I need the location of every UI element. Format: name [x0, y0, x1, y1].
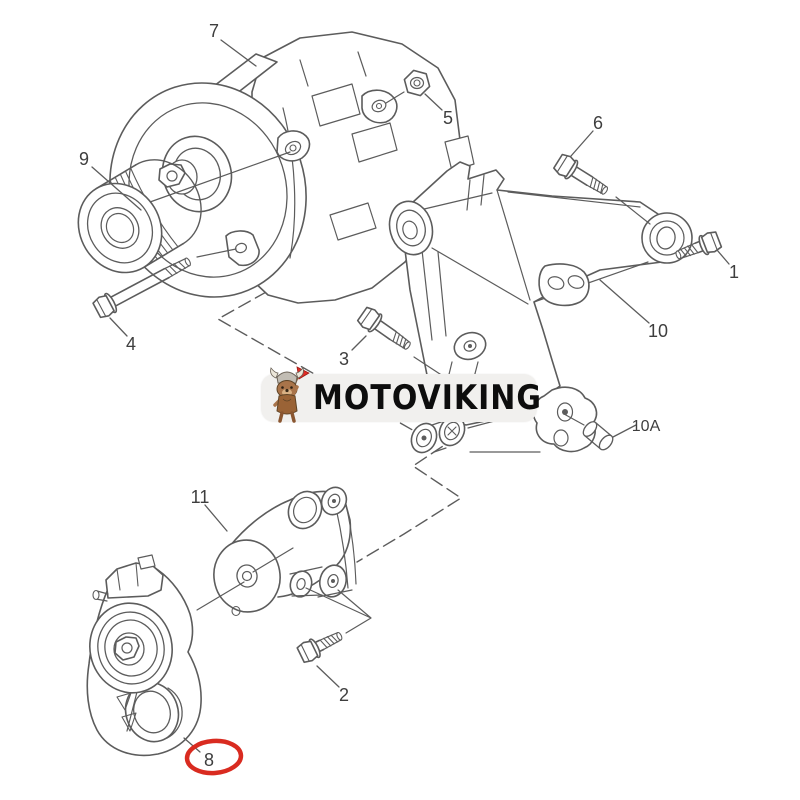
callout-label-5: 5 — [443, 108, 453, 128]
bolt-2-axis-lines — [305, 587, 372, 634]
viking-helmet — [276, 371, 298, 384]
bolt-part-3 — [355, 304, 416, 357]
callout-label-4: 4 — [126, 334, 136, 354]
callout-label-6: 6 — [593, 113, 603, 133]
leader-10A — [612, 424, 637, 438]
leader-5 — [424, 93, 443, 111]
leader-6 — [570, 130, 594, 157]
leader-9 — [91, 166, 142, 211]
leader-10 — [599, 279, 650, 324]
pulley-shaft-axis-line — [149, 151, 291, 203]
bolt-part-2 — [295, 625, 347, 665]
leader-7 — [220, 39, 257, 67]
leader-2 — [316, 665, 340, 688]
callout-label-11: 11 — [191, 487, 210, 507]
callout-label-1: 1 — [729, 262, 739, 282]
callout-label-10: 10 — [648, 321, 668, 341]
leader-3 — [351, 335, 367, 351]
leader-1 — [716, 249, 730, 265]
dowel-pin-part-10A — [582, 421, 614, 451]
callout-label-3: 3 — [339, 349, 349, 369]
callout-label-2: 2 — [339, 685, 349, 705]
belt-tensioner-part-8 — [86, 554, 202, 757]
leader-11 — [204, 504, 228, 532]
callout-label-7: 7 — [209, 21, 219, 41]
callout-label-9: 9 — [79, 149, 89, 169]
watermark-text: MOTOVIKING — [313, 378, 543, 418]
tensioner-mount-axis-line — [196, 581, 245, 611]
mounting-bracket-part-10 — [388, 161, 693, 454]
leader-8 — [183, 737, 201, 753]
bolt-part-6 — [551, 151, 613, 202]
highlight-ellipse-part-8 — [184, 738, 244, 776]
grooved-pulley-part-9 — [77, 159, 202, 274]
shaft-nut — [158, 163, 186, 188]
tensioner-bracket-part-11 — [196, 486, 372, 634]
nut-stud-axis-line — [385, 91, 405, 104]
flange-nut-part-5 — [403, 69, 431, 97]
callout-label-10A: 10A — [632, 418, 661, 435]
viking-mascot-icon — [270, 366, 310, 423]
watermark-badge: MOTOVIKING — [261, 366, 541, 423]
callout-leader-lines — [91, 39, 730, 753]
leader-4 — [109, 317, 128, 337]
callout-label-8: 8 — [204, 750, 214, 770]
